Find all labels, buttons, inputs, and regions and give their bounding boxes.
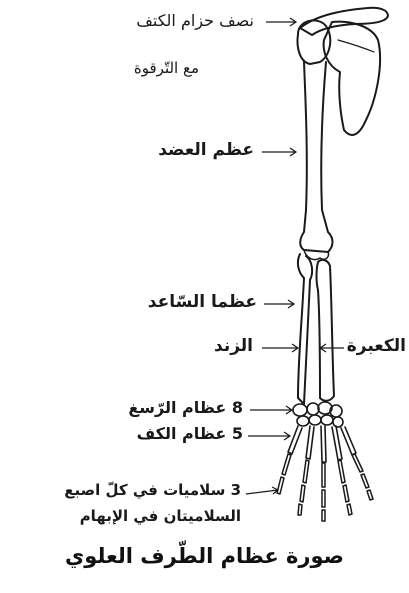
label-metacarpal: 5 عظام الكف — [137, 424, 243, 443]
pointer-ulna — [262, 344, 298, 352]
metacarpal-bones — [288, 426, 356, 462]
pointer-forearm — [264, 300, 294, 308]
ulna — [298, 254, 312, 404]
carpal-number: 8 — [232, 398, 243, 417]
scapula-spine — [338, 40, 374, 52]
metacarpal-text: عظام الكف — [137, 424, 227, 443]
pointer-lines — [246, 18, 344, 494]
label-ulna: الزند — [214, 336, 253, 356]
carpal-text: عظام الرّسغ — [128, 398, 226, 417]
label-forearm: عظما السّاعد — [148, 292, 257, 312]
label-radius: الكعبرة — [347, 336, 406, 356]
scapula — [324, 22, 380, 135]
phalanges-text: سلاميات في كلّ اصبع — [64, 481, 225, 499]
label-shoulder-line1: نصف حزام الكتف — [136, 11, 254, 30]
label-phalanges-line1: 3 سلاميات في كلّ اصبع — [64, 481, 241, 499]
metacarpal-number: 5 — [232, 424, 243, 443]
radius — [317, 260, 335, 401]
phalanges — [277, 454, 373, 521]
pointer-metacarpal — [248, 432, 290, 440]
pointer-shoulder — [266, 18, 296, 26]
pointer-carpal — [250, 406, 292, 414]
label-phalanges-line2: السلاميتان في الإبهام — [80, 507, 241, 525]
label-shoulder-line2: مع التّرقوة — [134, 59, 199, 77]
label-carpal: 8 عظام الرّسغ — [128, 398, 243, 417]
carpal-bones — [293, 402, 343, 427]
humerus — [300, 62, 332, 252]
figure-caption: صورة عظام الطّرف العلوي — [0, 544, 409, 568]
phalanges-number: 3 — [231, 481, 241, 499]
pointer-phalanges — [246, 487, 278, 494]
label-humerus: عظم العضد — [158, 140, 254, 160]
pointer-humerus — [262, 148, 296, 156]
